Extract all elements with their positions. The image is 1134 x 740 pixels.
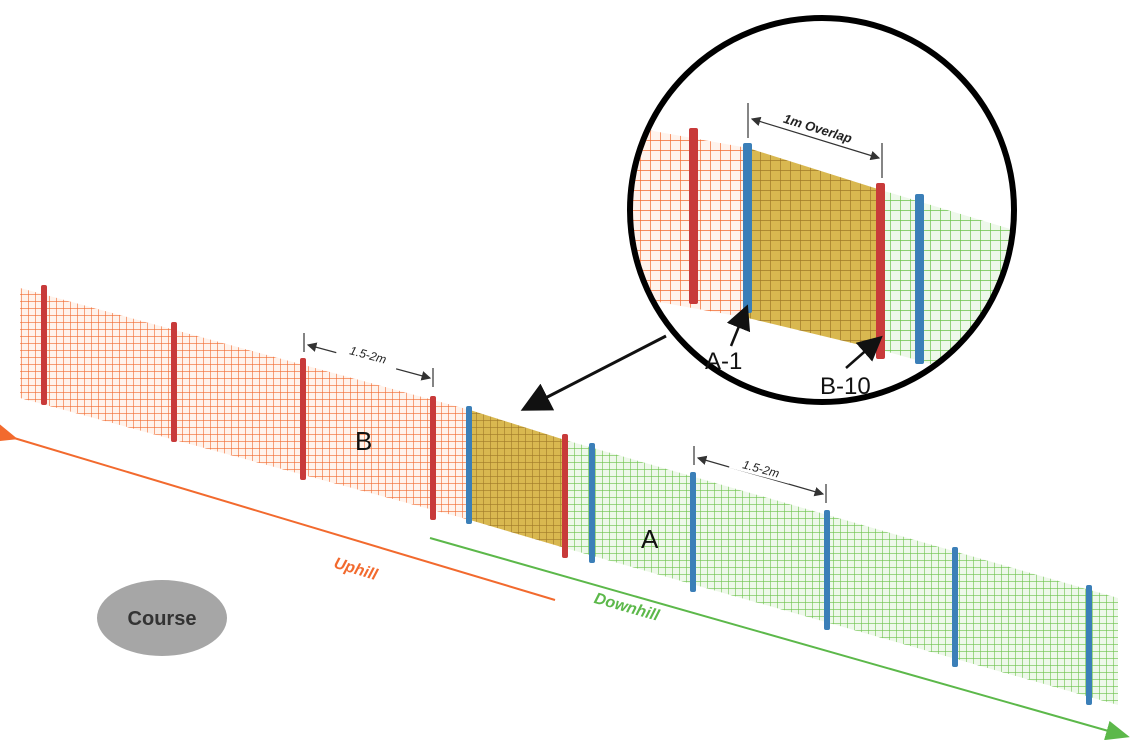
zoom-red-post-b10 <box>876 183 885 359</box>
red-post <box>430 396 436 520</box>
blue-post <box>466 406 472 524</box>
overlap-mesh <box>470 410 565 548</box>
zoom-pointer-arrow <box>520 334 667 411</box>
red-post <box>300 358 306 480</box>
section-b-posts <box>41 285 568 558</box>
post-b10-label: B-10 <box>820 373 871 400</box>
spacing-dimension-a: 1.5-2m <box>693 446 827 503</box>
post-a1-arrow <box>726 304 751 347</box>
section-a-posts <box>466 406 1092 705</box>
fence-section-b-mesh <box>20 288 470 520</box>
zoom-overlap-mesh <box>748 148 881 350</box>
zoom-blue-post <box>915 194 924 364</box>
red-post <box>171 322 177 442</box>
blue-post <box>824 510 830 630</box>
blue-post <box>952 547 958 667</box>
zoom-inset: 1m Overlap A-1 B-10 <box>627 15 1017 405</box>
zoom-orange-mesh <box>630 125 748 318</box>
red-post <box>41 285 47 405</box>
section-a-label: A <box>641 524 659 554</box>
downhill-label: Downhill <box>592 590 661 625</box>
spacing-label-b: 1.5-2m <box>348 343 388 366</box>
course-marker: Course <box>97 580 227 656</box>
uphill-label: Uphill <box>332 555 380 584</box>
post-b10-arrow <box>845 335 883 369</box>
spacing-label-a: 1.5-2m <box>741 457 781 480</box>
red-post <box>562 434 568 558</box>
course-label: Course <box>128 608 197 630</box>
zoom-red-post <box>689 128 698 304</box>
blue-post <box>690 472 696 592</box>
section-b-label: B <box>355 426 372 456</box>
blue-post <box>1086 585 1092 705</box>
fence-section-a-mesh <box>565 440 1118 705</box>
post-a1-label: A-1 <box>705 348 742 375</box>
zoom-blue-post-a1 <box>743 143 752 313</box>
blue-post <box>589 443 595 563</box>
